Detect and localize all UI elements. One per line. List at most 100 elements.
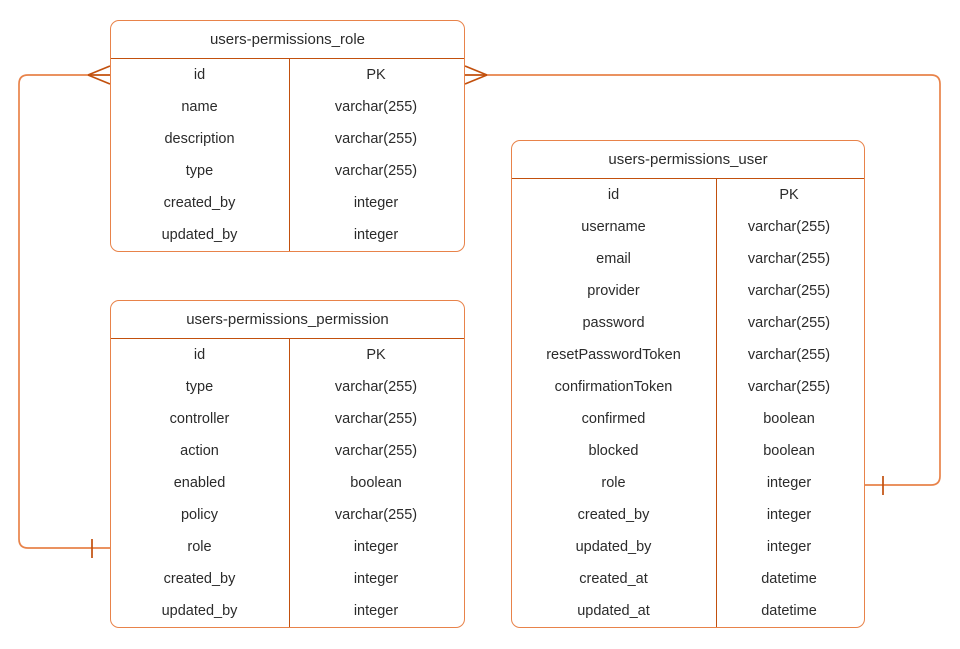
field-row[interactable]: resetPasswordToken varchar(255) — [512, 339, 864, 371]
field-name: password — [582, 315, 645, 331]
entity-fields: id PK type varchar(255) controller varch… — [111, 339, 464, 627]
field-row[interactable]: created_at datetime — [512, 563, 864, 595]
field-row[interactable]: id PK — [111, 339, 464, 371]
field-type: integer — [353, 571, 399, 587]
field-row[interactable]: updated_by integer — [111, 595, 464, 627]
field-type: varchar(255) — [747, 315, 831, 331]
field-type: varchar(255) — [334, 163, 418, 179]
field-row[interactable]: updated_at datetime — [512, 595, 864, 627]
field-row[interactable]: provider varchar(255) — [512, 275, 864, 307]
column-divider — [289, 59, 290, 251]
field-row[interactable]: created_by integer — [111, 187, 464, 219]
field-name: updated_by — [575, 539, 652, 555]
field-row[interactable]: action varchar(255) — [111, 435, 464, 467]
field-row[interactable]: type varchar(255) — [111, 155, 464, 187]
field-row[interactable]: created_by integer — [111, 563, 464, 595]
field-name: type — [185, 163, 214, 179]
field-name: policy — [180, 507, 219, 523]
field-type: varchar(255) — [747, 379, 831, 395]
field-type: varchar(255) — [334, 99, 418, 115]
field-name: id — [193, 347, 206, 363]
connector-line-role-permission — [18, 74, 110, 549]
field-name: updated_at — [577, 603, 650, 619]
field-row[interactable]: created_by integer — [512, 499, 864, 531]
entity-title: users-permissions_user — [512, 141, 864, 179]
field-type: datetime — [761, 603, 817, 619]
entity-users-permissions-role[interactable]: users-permissions_role id PK name varcha… — [110, 20, 465, 252]
field-type: PK — [366, 67, 386, 83]
field-name: updated_by — [161, 227, 238, 243]
field-type: PK — [366, 347, 386, 363]
field-type: varchar(255) — [747, 219, 831, 235]
field-row[interactable]: description varchar(255) — [111, 123, 464, 155]
field-row[interactable]: username varchar(255) — [512, 211, 864, 243]
entity-title: users-permissions_role — [111, 21, 464, 59]
field-row[interactable]: blocked boolean — [512, 435, 864, 467]
field-type: varchar(255) — [334, 443, 418, 459]
field-row[interactable]: id PK — [512, 179, 864, 211]
field-row[interactable]: updated_by integer — [111, 219, 464, 251]
field-row[interactable]: enabled boolean — [111, 467, 464, 499]
field-name: action — [180, 443, 219, 459]
field-name: description — [164, 131, 235, 147]
field-type: varchar(255) — [334, 507, 418, 523]
field-type: PK — [779, 187, 799, 203]
entity-title: users-permissions_permission — [111, 301, 464, 339]
field-type: integer — [353, 195, 399, 211]
field-name: role — [187, 539, 212, 555]
field-type: varchar(255) — [747, 283, 831, 299]
entity-fields: id PK name varchar(255) description varc… — [111, 59, 464, 251]
field-type: boolean — [763, 443, 815, 459]
field-row[interactable]: role integer — [512, 467, 864, 499]
field-name: name — [181, 99, 218, 115]
field-type: boolean — [350, 475, 402, 491]
field-name: created_by — [577, 507, 650, 523]
field-row[interactable]: email varchar(255) — [512, 243, 864, 275]
field-name: enabled — [173, 475, 226, 491]
field-row[interactable]: id PK — [111, 59, 464, 91]
field-row[interactable]: controller varchar(255) — [111, 403, 464, 435]
field-row[interactable]: name varchar(255) — [111, 91, 464, 123]
field-name: type — [185, 379, 214, 395]
field-type: varchar(255) — [334, 379, 418, 395]
crowfoot-many-marker-role-left — [87, 65, 111, 85]
field-name: username — [581, 219, 646, 235]
field-type: integer — [353, 539, 399, 555]
field-row[interactable]: password varchar(255) — [512, 307, 864, 339]
field-name: id — [607, 187, 620, 203]
field-type: integer — [766, 475, 812, 491]
field-name: confirmationToken — [554, 379, 673, 395]
field-type: datetime — [761, 571, 817, 587]
field-type: integer — [766, 539, 812, 555]
field-type: varchar(255) — [334, 131, 418, 147]
entity-users-permissions-user[interactable]: users-permissions_user id PK username va… — [511, 140, 865, 628]
field-name: provider — [587, 283, 640, 299]
field-type: integer — [353, 603, 399, 619]
field-name: controller — [169, 411, 230, 427]
field-type: boolean — [763, 411, 815, 427]
field-name: resetPasswordToken — [546, 347, 681, 363]
field-row[interactable]: confirmed boolean — [512, 403, 864, 435]
field-row[interactable]: role integer — [111, 531, 464, 563]
entity-users-permissions-permission[interactable]: users-permissions_permission id PK type … — [110, 300, 465, 628]
field-name: created_by — [163, 571, 236, 587]
relationship-role-to-permission — [18, 65, 111, 558]
field-row[interactable]: policy varchar(255) — [111, 499, 464, 531]
field-name: id — [193, 67, 206, 83]
field-name: updated_by — [161, 603, 238, 619]
field-row[interactable]: updated_by integer — [512, 531, 864, 563]
field-name: confirmed — [581, 411, 646, 427]
field-type: varchar(255) — [334, 411, 418, 427]
field-type: varchar(255) — [747, 251, 831, 267]
field-name: created_at — [579, 571, 648, 587]
field-type: integer — [353, 227, 399, 243]
entity-fields: id PK username varchar(255) email varcha… — [512, 179, 864, 627]
field-name: role — [601, 475, 626, 491]
crowfoot-many-marker-role-right — [464, 65, 488, 85]
field-type: integer — [766, 507, 812, 523]
field-name: blocked — [588, 443, 639, 459]
field-name: created_by — [163, 195, 236, 211]
field-row[interactable]: confirmationToken varchar(255) — [512, 371, 864, 403]
field-row[interactable]: type varchar(255) — [111, 371, 464, 403]
